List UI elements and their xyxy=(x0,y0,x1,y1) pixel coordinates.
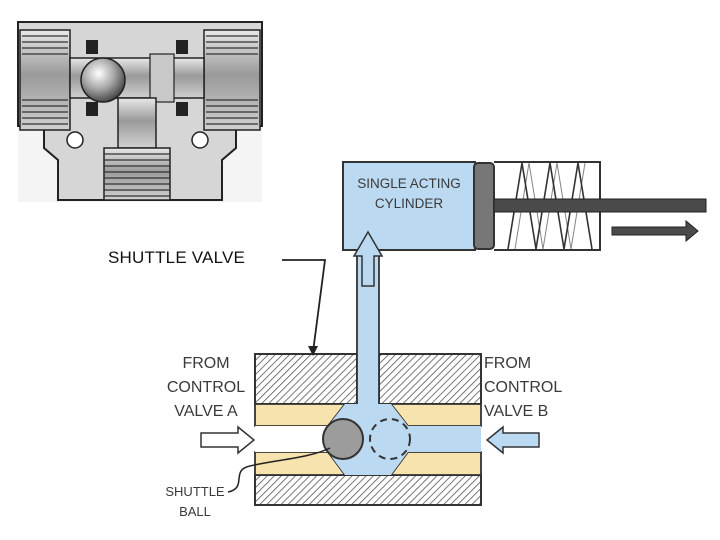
shuttle-valve-label: SHUTTLE VALVE xyxy=(108,248,246,267)
inlet-arrow-a xyxy=(200,425,256,455)
flow-up-arrow xyxy=(352,230,384,287)
valve-cutaway-illustration xyxy=(17,21,263,202)
cylinder-piston xyxy=(473,162,495,250)
single-acting-cylinder xyxy=(342,161,707,251)
control-valve-b-label: FROM CONTROL VALVE B xyxy=(484,355,563,420)
shuttle-ball-alternate-position xyxy=(369,418,411,460)
shuttle-ball-leader xyxy=(227,447,331,493)
inlet-arrow-b xyxy=(485,425,540,455)
piston-rod xyxy=(493,198,707,213)
cutaway-ball xyxy=(80,57,126,103)
shuttle-ball-label: SHUTTLE BALL xyxy=(165,484,225,519)
shuttle-valve-leader xyxy=(282,259,327,353)
cylinder-label: SINGLE ACTING CYLINDER xyxy=(357,176,461,211)
control-valve-a-label: FROM CONTROL VALVE A xyxy=(166,355,246,420)
rod-direction-arrow xyxy=(611,219,699,243)
shuttle-ball xyxy=(322,418,364,460)
return-spring xyxy=(507,162,593,250)
shuttle-valve-body xyxy=(254,230,482,506)
fluid-passage xyxy=(328,250,481,475)
